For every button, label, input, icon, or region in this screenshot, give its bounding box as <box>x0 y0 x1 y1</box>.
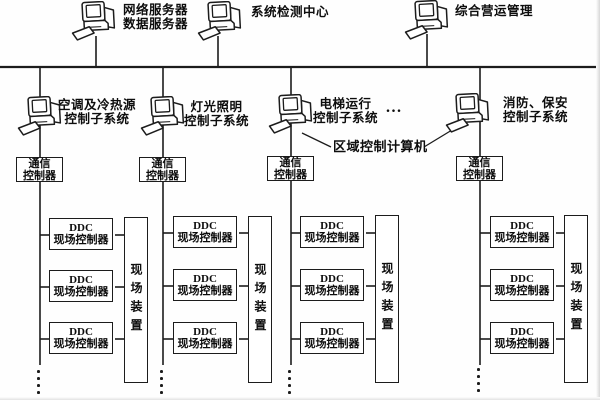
ddc-controller-box: DDC 现场控制器 <box>300 216 364 248</box>
comm-controller-box: 通信 控制器 <box>267 156 314 181</box>
ddc-controller-box: DDC 现场控制器 <box>300 269 364 301</box>
scan-edge-shadow-bottom <box>0 397 600 400</box>
scan-edge-shadow-right <box>596 0 600 400</box>
computer-icon <box>139 96 187 138</box>
label-system-detection-center: 系统检测中心 <box>251 5 330 19</box>
field-device-box: 现场装置 <box>248 216 272 383</box>
field-device-label: 现场装置 <box>569 262 583 336</box>
label-integrated-operation-mgmt: 综合营运管理 <box>455 4 534 18</box>
ddc-controller-box: DDC 现场控制器 <box>173 216 237 248</box>
ddc-controller-box: DDC 现场控制器 <box>490 269 554 301</box>
vertical-ellipsis <box>37 370 40 394</box>
computer-icon <box>267 94 315 136</box>
label-elevator-subsystem: 电梯运行 控制子系统 <box>313 97 379 125</box>
field-device-label: 现场装置 <box>380 262 394 336</box>
label-area-control-computer: 区域控制计算机 <box>333 139 428 154</box>
vertical-ellipsis <box>160 370 163 394</box>
computer-icon <box>196 1 244 43</box>
field-device-box: 现场装置 <box>564 215 588 383</box>
field-device-label: 现场装置 <box>253 262 267 337</box>
label-lighting-subsystem: 灯光照明 控制子系统 <box>184 100 250 128</box>
ddc-controller-box: DDC 现场控制器 <box>49 270 113 302</box>
horizontal-ellipsis: ... <box>386 99 403 116</box>
computer-icon <box>16 96 64 138</box>
field-device-label: 现场装置 <box>129 263 143 337</box>
vertical-ellipsis <box>477 368 480 392</box>
ddc-controller-box: DDC 现场控制器 <box>173 322 237 354</box>
ddc-controller-box: DDC 现场控制器 <box>49 322 113 354</box>
ddc-controller-box: DDC 现场控制器 <box>490 216 554 248</box>
computer-icon <box>444 93 492 135</box>
label-network-data-server: 网络服务器 数据服务器 <box>123 3 189 31</box>
vertical-ellipsis <box>288 370 291 394</box>
ddc-controller-box: DDC 现场控制器 <box>173 269 237 301</box>
label-hvac-subsystem: 空调及冷热源 控制子系统 <box>58 98 137 126</box>
ddc-controller-box: DDC 现场控制器 <box>490 322 554 354</box>
field-device-box: 现场装置 <box>124 217 148 383</box>
comm-controller-box: 通信 控制器 <box>456 156 503 181</box>
comm-controller-box: 通信 控制器 <box>139 157 186 182</box>
field-device-box: 现场装置 <box>375 215 399 383</box>
ddc-controller-box: DDC 现场控制器 <box>49 218 113 250</box>
comm-controller-box: 通信 控制器 <box>16 157 63 182</box>
label-fire-security-subsystem: 消防、保安 控制子系统 <box>503 96 569 124</box>
ddc-controller-box: DDC 现场控制器 <box>300 322 364 354</box>
computer-icon <box>70 1 118 43</box>
computer-icon <box>403 0 451 42</box>
